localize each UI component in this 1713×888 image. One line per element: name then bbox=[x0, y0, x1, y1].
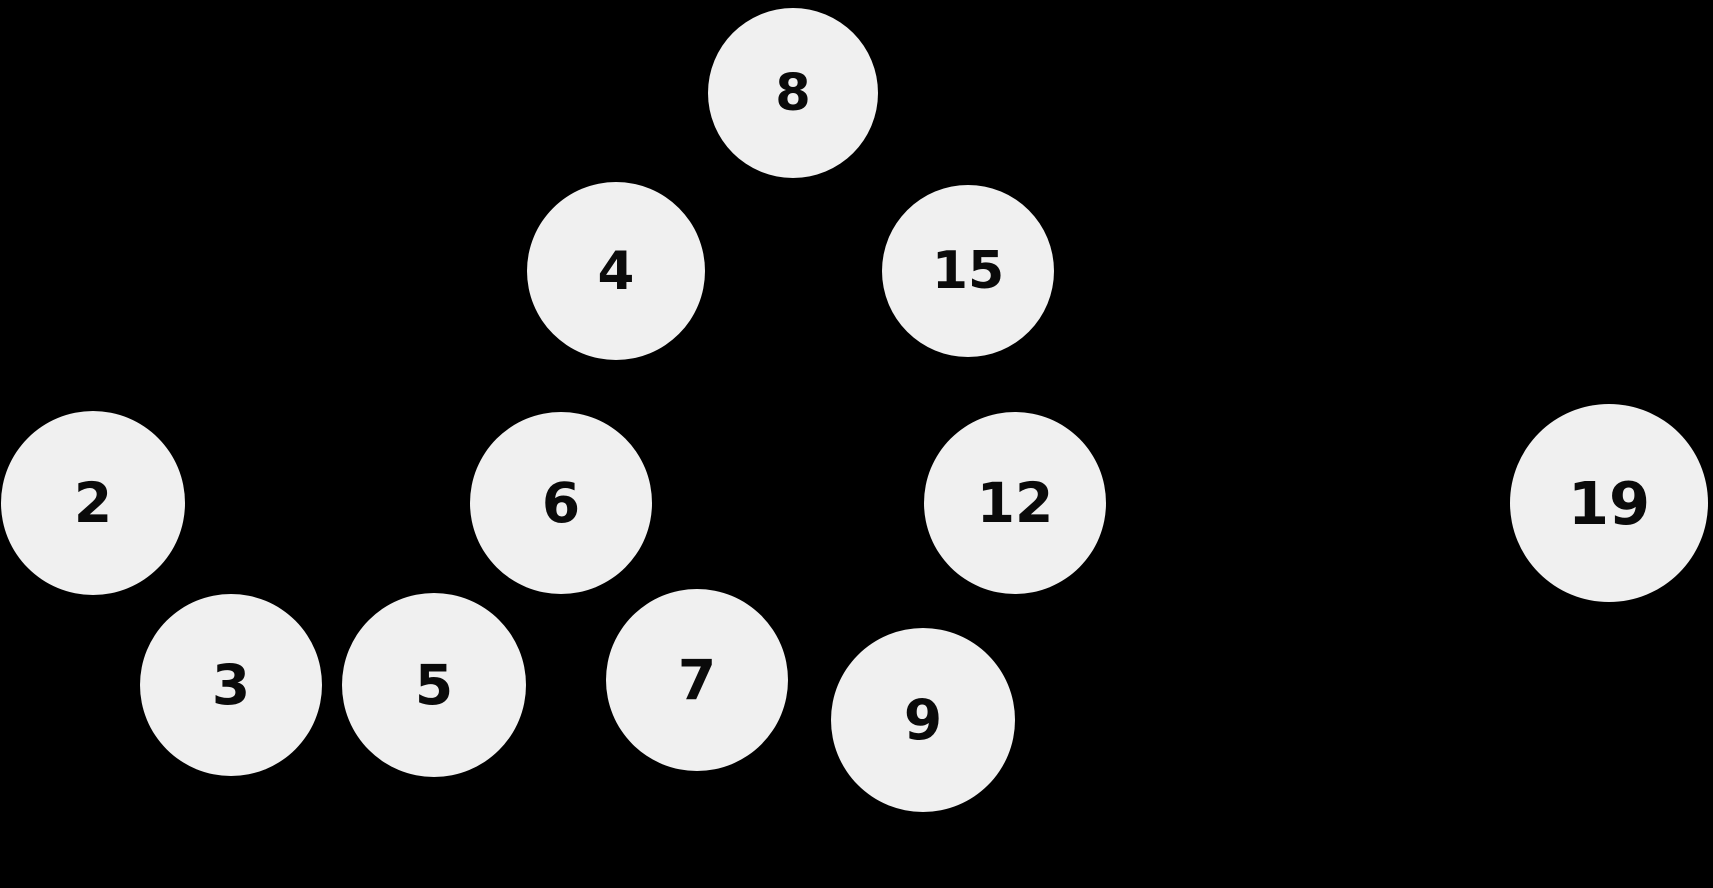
tree-node-9[interactable]: 9 bbox=[831, 628, 1015, 812]
tree-node-label: 4 bbox=[597, 240, 635, 302]
tree-node-label: 8 bbox=[775, 63, 811, 123]
tree-node-15[interactable]: 15 bbox=[882, 185, 1054, 357]
tree-node-label: 5 bbox=[414, 652, 454, 717]
tree-node-6[interactable]: 6 bbox=[470, 412, 652, 594]
tree-node-label: 19 bbox=[1567, 468, 1651, 538]
tree-node-label: 15 bbox=[931, 241, 1005, 301]
tree-node-2[interactable]: 2 bbox=[1, 411, 185, 595]
tree-node-label: 7 bbox=[677, 647, 717, 712]
tree-node-label: 6 bbox=[541, 470, 581, 535]
tree-node-12[interactable]: 12 bbox=[924, 412, 1106, 594]
tree-node-4[interactable]: 4 bbox=[527, 182, 705, 360]
tree-node-7[interactable]: 7 bbox=[606, 589, 788, 771]
tree-node-5[interactable]: 5 bbox=[342, 593, 526, 777]
tree-node-label: 9 bbox=[903, 687, 943, 752]
tree-node-label: 3 bbox=[211, 652, 251, 717]
tree-node-label: 12 bbox=[976, 470, 1054, 535]
tree-node-19[interactable]: 19 bbox=[1510, 404, 1708, 602]
tree-node-8[interactable]: 8 bbox=[708, 8, 878, 178]
tree-node-3[interactable]: 3 bbox=[140, 594, 322, 776]
tree-node-label: 2 bbox=[73, 470, 113, 535]
